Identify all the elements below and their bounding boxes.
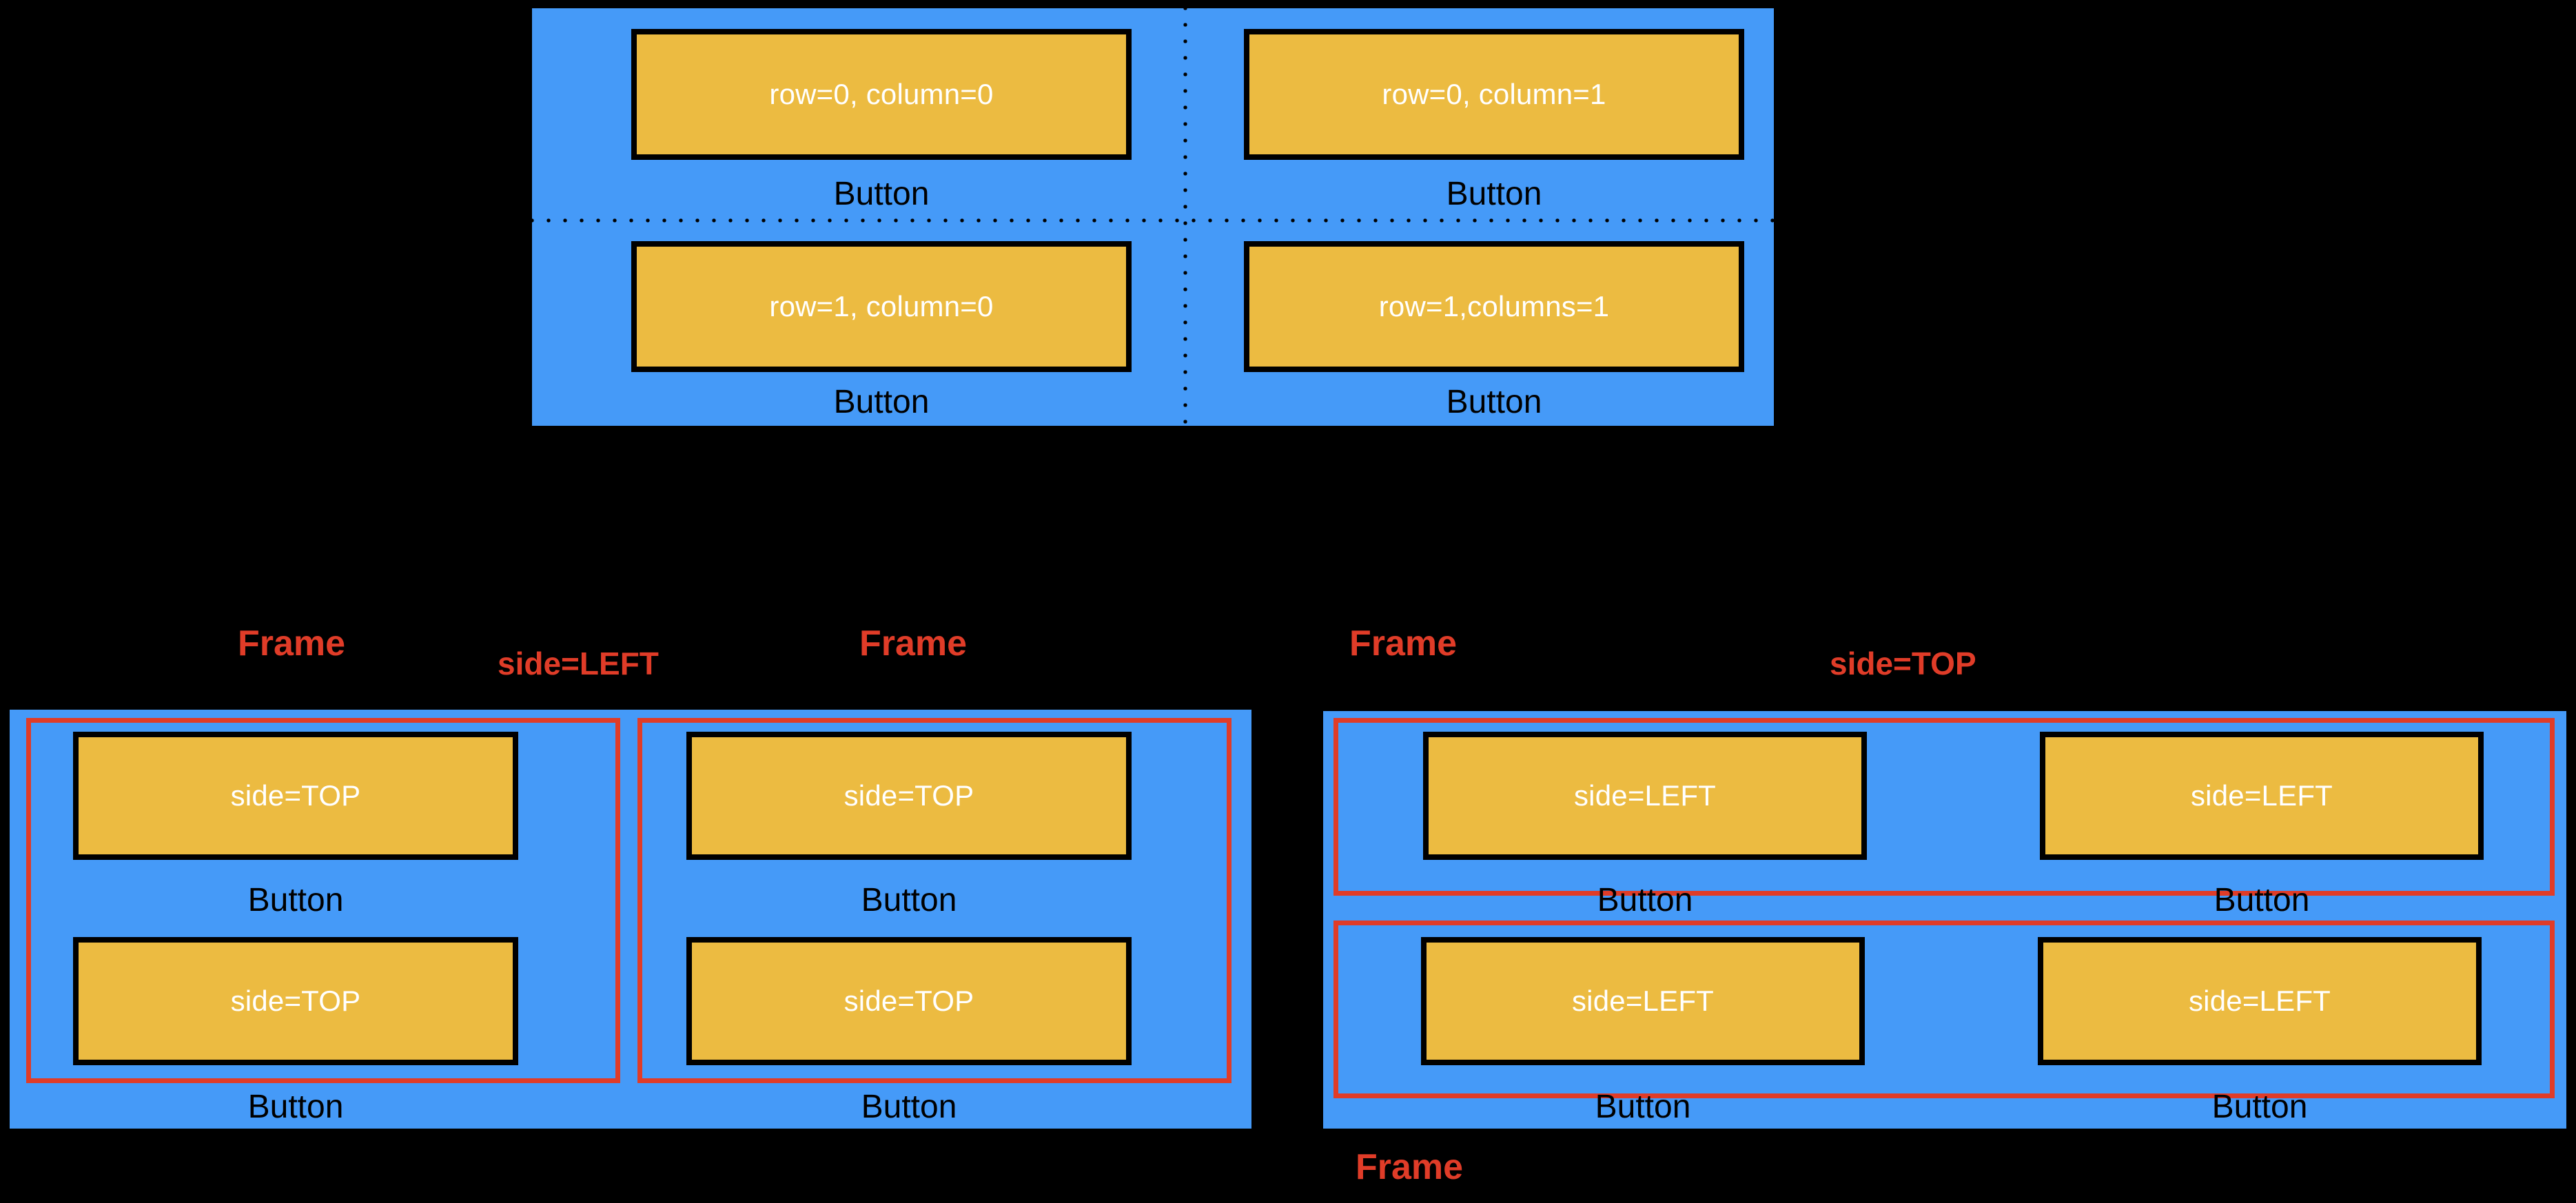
grid-button-r0c1-caption: Button — [1446, 176, 1542, 212]
pack-left-frame2-button-1[interactable]: side=TOP — [686, 732, 1132, 860]
grid-row-separator-dotted-line — [524, 218, 1782, 223]
grid-button-r0c0-caption: Button — [833, 176, 930, 212]
pack-top-frame-1 — [1333, 718, 2555, 896]
grid-button-r0c1[interactable]: row=0, column=1 — [1244, 29, 1744, 160]
pack-top-frame2-button-2[interactable]: side=LEFT — [2038, 937, 2482, 1065]
pack-left-frame2-button-2[interactable]: side=TOP — [686, 937, 1132, 1065]
pack-top-frame1-button-2[interactable]: side=LEFT — [2040, 732, 2484, 860]
pack-left-frame1-annotation: Frame — [238, 624, 346, 664]
grid-button-r1c1[interactable]: row=1,columns=1 — [1244, 241, 1744, 372]
grid-button-r1c0-caption: Button — [833, 384, 930, 420]
pack-left-frame2-button-1-caption: Button — [861, 882, 957, 918]
pack-left-frame2-annotation: Frame — [859, 624, 968, 664]
pack-top-frame2-button-1-caption: Button — [1595, 1089, 1691, 1125]
pack-top-side-annotation: side=TOP — [1830, 646, 1976, 681]
pack-top-frame1-annotation: Frame — [1349, 624, 1458, 664]
pack-left-frame1-button-2-caption: Button — [247, 1089, 344, 1125]
pack-left-frame2-button-2-caption: Button — [861, 1089, 957, 1125]
pack-top-frame-2 — [1333, 921, 2555, 1098]
grid-column-separator-dotted-line — [1183, 0, 1187, 434]
grid-button-r0c0[interactable]: row=0, column=0 — [631, 29, 1132, 160]
pack-top-frame1-button-1-caption: Button — [1597, 882, 1693, 918]
pack-top-frame2-button-2-caption: Button — [2211, 1089, 2308, 1125]
grid-button-r1c1-caption: Button — [1446, 384, 1542, 420]
pack-left-frame-1 — [26, 718, 620, 1083]
pack-left-side-annotation: side=LEFT — [498, 646, 659, 681]
pack-left-frame1-button-1[interactable]: side=TOP — [73, 732, 518, 860]
pack-top-frame2-button-1[interactable]: side=LEFT — [1421, 937, 1865, 1065]
pack-top-frame2-annotation: Frame — [1356, 1147, 1464, 1187]
pack-left-frame-2 — [637, 718, 1231, 1083]
pack-left-frame1-button-2[interactable]: side=TOP — [73, 937, 518, 1065]
pack-top-frame1-button-2-caption: Button — [2214, 882, 2310, 918]
pack-top-frame1-button-1[interactable]: side=LEFT — [1423, 732, 1867, 860]
pack-left-frame1-button-1-caption: Button — [247, 882, 344, 918]
grid-button-r1c0[interactable]: row=1, column=0 — [631, 241, 1132, 372]
